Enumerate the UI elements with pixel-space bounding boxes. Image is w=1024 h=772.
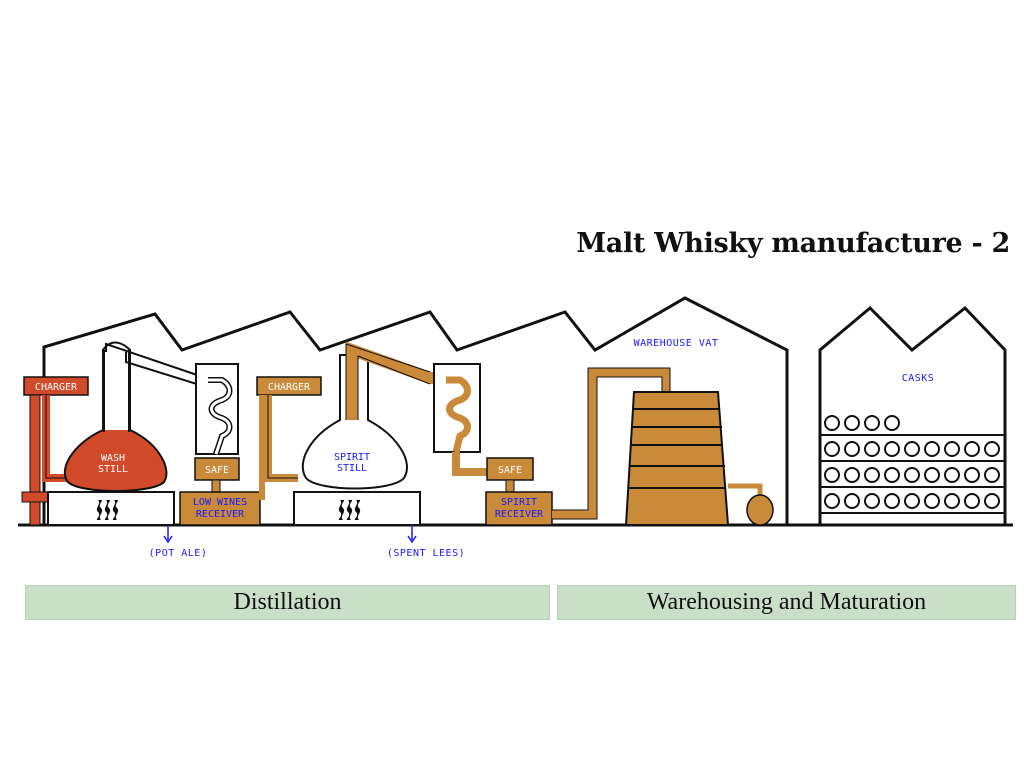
- cask: [864, 415, 880, 431]
- cask-racks: [820, 434, 1005, 514]
- flame-icon: [338, 500, 361, 520]
- cask: [964, 493, 980, 509]
- pot-ale-label: (POT ALE): [149, 548, 208, 559]
- spirit-still: [301, 354, 408, 490]
- cask: [844, 493, 860, 509]
- spirit-to-vat-pipe: [552, 367, 671, 519]
- cask: [844, 467, 860, 483]
- low-wines-label-2: RECEIVER: [196, 509, 245, 520]
- cask: [944, 467, 960, 483]
- cask: [984, 467, 1000, 483]
- spirit-receiver-label-2: RECEIVER: [495, 509, 544, 520]
- flame-icon: [96, 500, 119, 520]
- wash-base-pipe: [21, 491, 51, 503]
- cask: [964, 441, 980, 457]
- wash-still-label-1: WASH: [101, 453, 125, 464]
- furnace-1: [47, 491, 175, 526]
- low-wines-label-1: LOW WINES: [193, 497, 247, 508]
- cask: [884, 415, 900, 431]
- warehousing-band: Warehousing and Maturation: [557, 585, 1016, 620]
- cask: [904, 441, 920, 457]
- spirit-receiver: [485, 491, 553, 526]
- cask: [884, 467, 900, 483]
- wash-still-label-2: STILL: [98, 464, 128, 475]
- spirit-still-label-1: SPIRIT: [334, 452, 370, 463]
- cask-warehouse-outline: [818, 305, 1007, 525]
- cask: [824, 441, 840, 457]
- cask: [864, 467, 880, 483]
- distillation-band: Distillation: [25, 585, 550, 620]
- cask: [944, 441, 960, 457]
- spirit-receiver-label-1: SPIRIT: [501, 497, 537, 508]
- cask: [904, 493, 920, 509]
- spirit-feed-pipe: [264, 395, 298, 482]
- low-wines-receiver: [179, 491, 261, 526]
- casks-label: CASKS: [902, 373, 935, 384]
- cask: [924, 467, 940, 483]
- charger-2-box: [256, 376, 322, 396]
- page-title: Malt Whisky manufacture - 2: [576, 228, 1010, 259]
- cask: [864, 441, 880, 457]
- cask: [984, 493, 1000, 509]
- cask: [884, 441, 900, 457]
- cask: [924, 493, 940, 509]
- small-cask: [746, 494, 774, 526]
- cask: [904, 467, 920, 483]
- safe-2-label: SAFE: [498, 465, 522, 476]
- distillery-building-outline: [42, 296, 789, 525]
- safe-1-label: SAFE: [205, 465, 229, 476]
- wash-lyne-arm: [105, 342, 207, 379]
- charger-2-label: CHARGER: [268, 382, 311, 393]
- cask: [944, 493, 960, 509]
- cask: [964, 467, 980, 483]
- warehouse-vat-label: WAREHOUSE VAT: [634, 338, 719, 349]
- cask: [984, 441, 1000, 457]
- cask: [884, 493, 900, 509]
- cask: [844, 441, 860, 457]
- charger-1-pipe: [29, 394, 41, 526]
- charger-1-label: CHARGER: [35, 382, 78, 393]
- warehouse-vat: [624, 391, 730, 526]
- charger-1-box: [23, 376, 89, 396]
- spent-lees-label: (SPENT LEES): [387, 548, 465, 559]
- condenser-2-coil: [446, 376, 471, 453]
- spirit-still-label-2: STILL: [337, 463, 367, 474]
- cask: [844, 415, 860, 431]
- cask: [824, 467, 840, 483]
- cask: [924, 441, 940, 457]
- cask-rows: [824, 415, 1000, 509]
- cask: [824, 493, 840, 509]
- cask: [824, 415, 840, 431]
- cask: [864, 493, 880, 509]
